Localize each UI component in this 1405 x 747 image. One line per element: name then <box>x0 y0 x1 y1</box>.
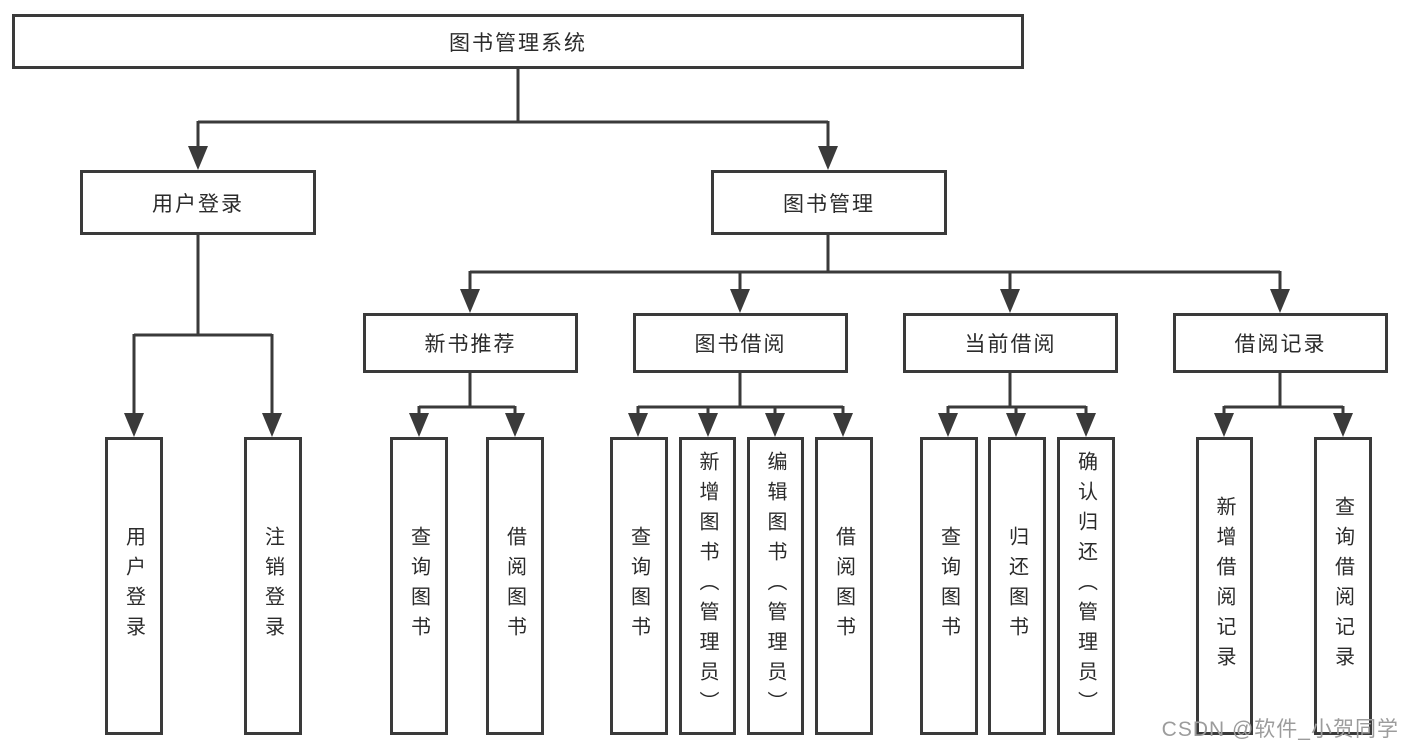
node-label: 图书管理 <box>783 192 875 216</box>
node-label: 查询图书 <box>407 526 430 646</box>
leaf-query-books-borrow: 查询图书 <box>610 437 668 735</box>
node-label: 新书推荐 <box>424 333 517 356</box>
node-current-borrow: 当前借阅 <box>903 313 1118 373</box>
leaf-user-login: 用户登录 <box>105 437 163 735</box>
node-label: 用户登录 <box>152 192 244 216</box>
node-user-login-module: 用户登录 <box>80 170 316 235</box>
node-label: 借阅图书 <box>503 526 526 646</box>
node-label: 图书管理系统 <box>449 31 587 55</box>
node-label: 查询图书 <box>627 526 650 646</box>
node-library-management-system: 图书管理系统 <box>12 14 1024 69</box>
leaf-logout: 注销登录 <box>244 437 302 735</box>
leaf-borrow-books-borrow: 借阅图书 <box>815 437 873 735</box>
node-label: 确认归还（管理员） <box>1074 451 1097 721</box>
node-borrow-records: 借阅记录 <box>1173 313 1388 373</box>
node-label: 当前借阅 <box>964 333 1057 356</box>
node-label: 查询图书 <box>937 526 960 646</box>
node-book-management-module: 图书管理 <box>711 170 947 235</box>
node-label: 借阅图书 <box>832 526 855 646</box>
leaf-edit-book-admin: 编辑图书（管理员） <box>747 437 804 735</box>
leaf-query-books-recommend: 查询图书 <box>390 437 448 735</box>
csdn-watermark: CSDN @软件_小贺同学 <box>1161 718 1399 741</box>
node-label: 图书借阅 <box>694 333 787 356</box>
node-label: 查询借阅记录 <box>1331 496 1354 676</box>
leaf-query-books-current: 查询图书 <box>920 437 978 735</box>
leaf-add-borrow-record: 新增借阅记录 <box>1196 437 1253 735</box>
node-label: 归还图书 <box>1005 526 1028 646</box>
node-label: 借阅记录 <box>1234 333 1327 356</box>
leaf-confirm-return-admin: 确认归还（管理员） <box>1057 437 1115 735</box>
node-label: 新增图书（管理员） <box>696 451 718 721</box>
node-label: 新增借阅记录 <box>1213 496 1235 676</box>
leaf-query-borrow-record: 查询借阅记录 <box>1314 437 1372 735</box>
leaf-borrow-books-recommend: 借阅图书 <box>486 437 544 735</box>
leaf-return-book: 归还图书 <box>988 437 1046 735</box>
leaf-add-book-admin: 新增图书（管理员） <box>679 437 736 735</box>
node-new-book-recommend: 新书推荐 <box>363 313 578 373</box>
node-book-borrow: 图书借阅 <box>633 313 848 373</box>
node-label: 注销登录 <box>261 526 284 646</box>
node-label: 用户登录 <box>122 526 145 646</box>
node-label: 编辑图书（管理员） <box>764 451 786 721</box>
